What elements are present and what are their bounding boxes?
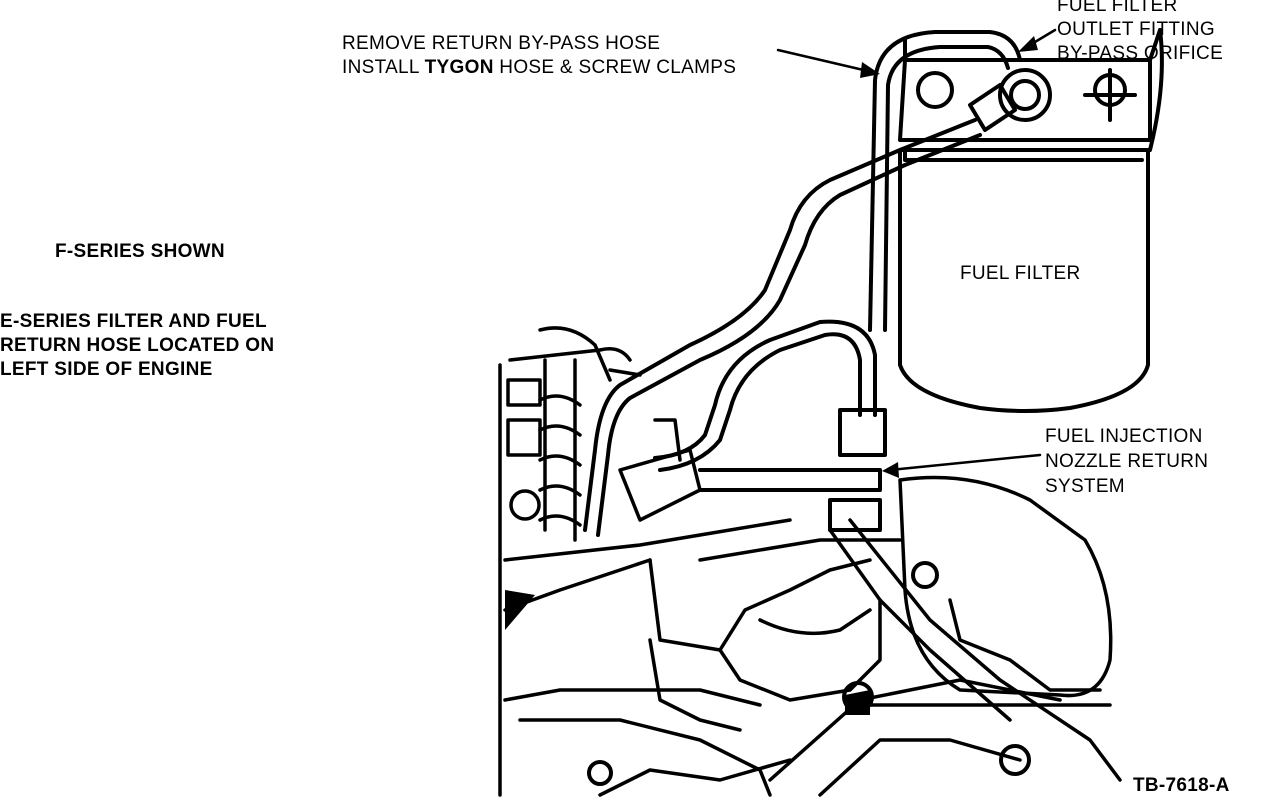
- eseries-note-line3: LEFT SIDE OF ENGINE: [0, 359, 213, 380]
- injection-label-line1: FUEL INJECTION: [1045, 426, 1203, 447]
- fuel-filter-label: FUEL FILTER: [960, 263, 1081, 284]
- engine-bolt: [911, 561, 939, 589]
- outlet-label-line2: OUTLET FITTING: [1057, 19, 1215, 40]
- eseries-note-line1: E-SERIES FILTER AND FUEL: [0, 311, 267, 332]
- injection-pump: [506, 358, 702, 542]
- fuel-filter-canister: [898, 148, 1150, 413]
- engine-block: [498, 326, 1122, 797]
- arrowhead-injection: [882, 462, 899, 478]
- engine-shadow: [845, 690, 870, 715]
- outlet-label-line1: FUEL FILTER: [1057, 0, 1178, 16]
- install-suffix-text: HOSE & SCREW CLAMPS: [493, 57, 737, 78]
- return-bypass-hose: [868, 30, 1022, 332]
- injection-label-line2: NOZZLE RETURN: [1045, 451, 1209, 472]
- engine-bolt: [999, 744, 1031, 776]
- engine-shadow: [505, 590, 535, 630]
- outlet-label-line3: BY-PASS ORIFICE: [1057, 43, 1224, 64]
- fuel-line-to-pump: [583, 118, 982, 537]
- injection-label-line3: SYSTEM: [1045, 476, 1125, 497]
- fseries-shown-label: F-SERIES SHOWN: [55, 241, 225, 262]
- head-bolt-left: [916, 71, 954, 109]
- head-bolt-right-cross: [1083, 68, 1137, 122]
- arrowheads: [505, 36, 1038, 715]
- remove-bypass-hose-label: REMOVE RETURN BY-PASS HOSE: [342, 33, 661, 54]
- arrowhead-outlet: [1018, 36, 1038, 52]
- eseries-note-line2: RETURN HOSE LOCATED ON: [0, 335, 275, 356]
- install-prefix-text: INSTALL: [342, 57, 425, 78]
- injection-return-line: [653, 319, 887, 532]
- figure-id-label: TB-7618-A: [1133, 775, 1230, 796]
- engine-bolt: [587, 760, 613, 786]
- arrowhead-bypass: [860, 62, 880, 78]
- return-tee: [838, 408, 887, 457]
- outlet-fitting: [968, 68, 1052, 132]
- leader-lines: [776, 28, 1057, 472]
- install-tygon-hose-label: INSTALL TYGON HOSE & SCREW CLAMPS: [342, 56, 736, 80]
- tygon-text: TYGON: [424, 57, 494, 78]
